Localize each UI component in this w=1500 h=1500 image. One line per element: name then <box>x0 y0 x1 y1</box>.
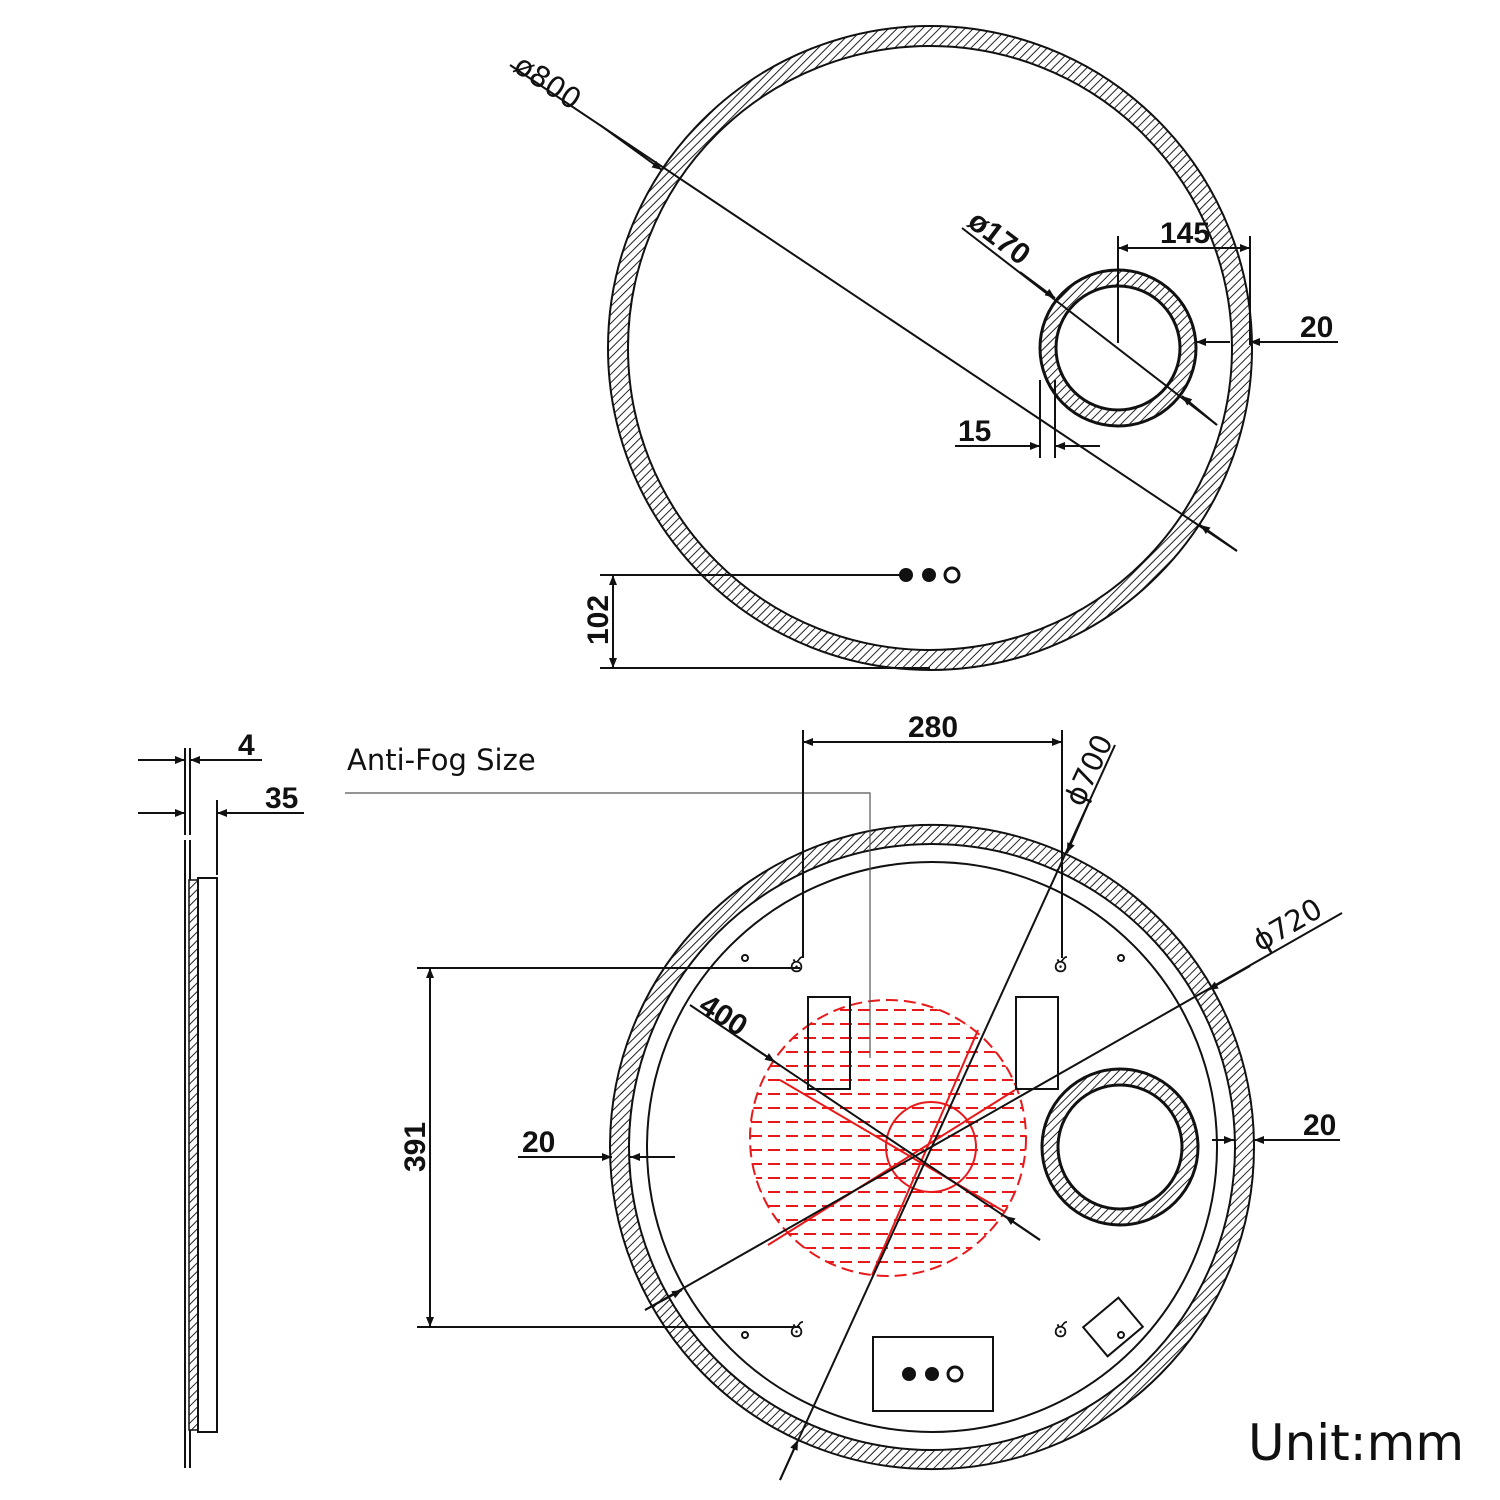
diameter-720-label: ϕ720 <box>1247 891 1329 958</box>
driver-box <box>1081 1296 1145 1358</box>
dim-20-left: 20 <box>522 1126 555 1159</box>
side-view: 4 35 <box>138 729 304 1468</box>
top-view: ø800 ø170 145 20 15 102 <box>508 25 1338 671</box>
anti-fog-size-label: Anti-Fog Size <box>347 743 536 777</box>
power-button-icon <box>943 566 961 584</box>
inner-panel-circle <box>646 861 1218 1433</box>
defog-button-icon <box>925 1367 939 1381</box>
hook-icon: ఠ <box>1054 952 1068 977</box>
hook-icon: ఠ <box>790 1317 804 1342</box>
dim-35: 35 <box>265 782 298 815</box>
dim-145: 145 <box>1160 217 1210 250</box>
dim-15: 15 <box>958 415 991 448</box>
bracket-left <box>807 996 851 1090</box>
dim-20-top: 20 <box>1300 311 1333 344</box>
bracket-right <box>1015 996 1059 1090</box>
back-frame-ring <box>608 824 1256 1470</box>
dim-20-right: 20 <box>1303 1109 1336 1142</box>
brightness-button-icon <box>902 1367 916 1381</box>
hook-icon: ఠ <box>1054 1317 1068 1342</box>
back-view: ఠ ఠ ఠ ఠ Anti-Fog Size 280 ϕ700 ϕ720 400 <box>345 711 1343 1481</box>
diameter-170-label: ø170 <box>962 204 1036 272</box>
power-button-icon <box>946 1365 964 1383</box>
diameter-700-label: ϕ700 <box>1058 729 1120 811</box>
control-box <box>872 1336 994 1412</box>
makeup-ring <box>1038 268 1198 428</box>
brightness-button-icon <box>899 568 913 582</box>
unit-label: Unit:mm <box>1248 1414 1464 1472</box>
dim-280: 280 <box>908 711 958 744</box>
dim-102: 102 <box>582 595 615 645</box>
hanging-hooks: ఠ ఠ ఠ ఠ <box>741 952 1125 1342</box>
touch-buttons-top <box>899 566 961 584</box>
makeup-ring-back <box>1040 1067 1200 1227</box>
defog-button-icon <box>922 568 936 582</box>
diameter-800-label: ø800 <box>508 48 588 117</box>
hook-icon: ఠ <box>790 952 804 977</box>
anti-fog-diameter-400: 400 <box>693 988 753 1043</box>
side-led-strip <box>188 879 199 1431</box>
dim-391: 391 <box>399 1122 432 1172</box>
dim-4: 4 <box>238 729 255 762</box>
side-frame <box>197 877 218 1433</box>
mirror-frame-ring <box>606 25 1254 671</box>
